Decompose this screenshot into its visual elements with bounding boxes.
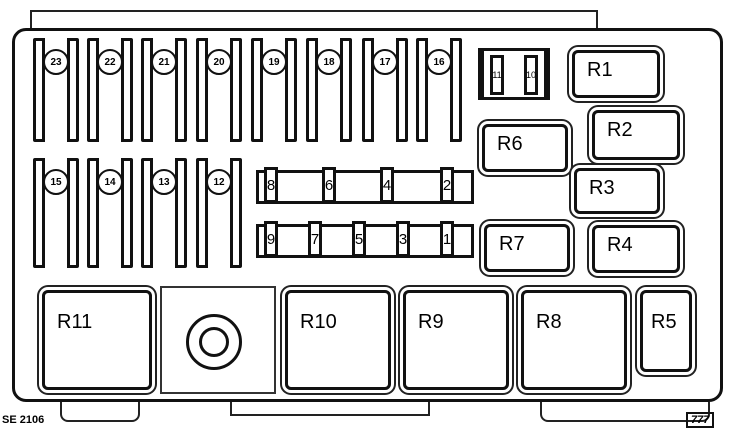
relay-r5[interactable]: R5 <box>640 290 692 372</box>
relay-r11[interactable]: R11 <box>42 290 152 390</box>
mount-clip-right <box>540 402 710 422</box>
fuse-16[interactable]: 16 <box>416 38 462 142</box>
fuse-12[interactable]: 12 <box>196 158 242 268</box>
mini-fuse-4[interactable]: 4 <box>380 167 394 203</box>
relay-r7[interactable]: R7 <box>484 224 570 272</box>
relay-r9[interactable]: R9 <box>403 290 509 390</box>
figure-number: 777 <box>686 412 715 428</box>
fuse-14[interactable]: 14 <box>87 158 133 268</box>
mini-fuse-9[interactable]: 9 <box>264 221 278 257</box>
fuse-23[interactable]: 23 <box>33 38 79 142</box>
box-top-tab <box>30 10 598 30</box>
fuse-17[interactable]: 17 <box>362 38 408 142</box>
fuse-13[interactable]: 13 <box>141 158 187 268</box>
relay-r8[interactable]: R8 <box>521 290 627 390</box>
mini-fuse-6[interactable]: 6 <box>322 167 336 203</box>
fuse-18[interactable]: 18 <box>306 38 352 142</box>
mini-fuse-rail-top <box>256 170 474 204</box>
fuse-20[interactable]: 20 <box>196 38 242 142</box>
fuse-box-outline <box>12 28 723 402</box>
fuse-15[interactable]: 15 <box>33 158 79 268</box>
mini-fuse-7[interactable]: 7 <box>308 221 322 257</box>
relay-r3[interactable]: R3 <box>574 168 660 214</box>
mount-clip-center <box>230 402 430 416</box>
relay-r1[interactable]: R1 <box>572 50 660 98</box>
bolt-icon <box>186 314 242 370</box>
relay-r10[interactable]: R10 <box>285 290 391 390</box>
mini-fuse-1[interactable]: 1 <box>440 221 454 257</box>
fuse-21[interactable]: 21 <box>141 38 187 142</box>
relay-r2[interactable]: R2 <box>592 110 680 160</box>
mini-fuse-8[interactable]: 8 <box>264 167 278 203</box>
mini-fuse-3[interactable]: 3 <box>396 221 410 257</box>
bolt-terminal-block <box>160 286 276 394</box>
fuse-22[interactable]: 22 <box>87 38 133 142</box>
mini-fuse-5[interactable]: 5 <box>352 221 366 257</box>
relay-r4[interactable]: R4 <box>592 225 680 273</box>
relay-r6[interactable]: R6 <box>482 124 568 172</box>
fuse-19[interactable]: 19 <box>251 38 297 142</box>
maxi-fuse-10[interactable]: 10 <box>524 55 538 95</box>
mini-fuse-2[interactable]: 2 <box>440 167 454 203</box>
maxi-fuse-holder <box>478 48 550 100</box>
mount-clip-left <box>60 402 140 422</box>
maxi-fuse-11[interactable]: 11 <box>490 55 504 95</box>
diagram-code: SE 2106 <box>2 414 45 426</box>
